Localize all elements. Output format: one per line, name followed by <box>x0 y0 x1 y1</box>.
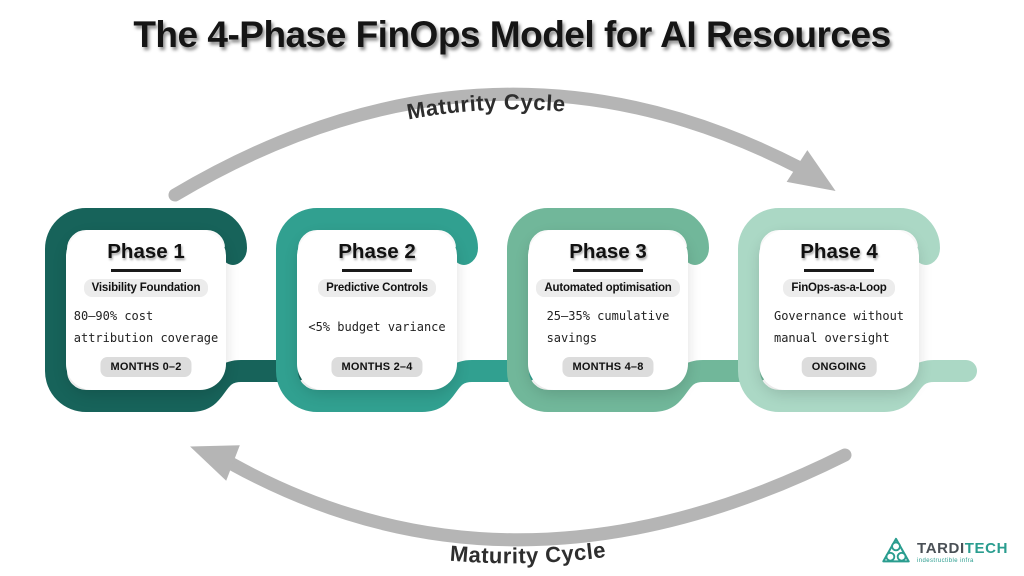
phase-metric: 25–35% cumulative savings <box>546 308 670 345</box>
phase-timeline-badge: MONTHS 2–4 <box>331 357 423 377</box>
bottom-arrow-band <box>225 448 852 547</box>
phase-metric: Governance without manual oversight <box>773 308 905 345</box>
title-underline <box>804 269 874 272</box>
phase-name: Phase 4 <box>800 240 878 263</box>
phase-subtitle-badge: Predictive Controls <box>318 278 436 297</box>
phase-3-card: Phase 3 Automated optimisation 25–35% cu… <box>528 230 688 390</box>
phase-name: Phase 3 <box>569 240 647 263</box>
phase-1-card: Phase 1 Visibility Foundation 80–90% cos… <box>66 230 226 390</box>
phase-metric: 80–90% cost attribution coverage <box>73 308 219 345</box>
phase-metric: <5% budget variance <box>308 319 446 334</box>
phase-timeline-badge: MONTHS 4–8 <box>562 357 654 377</box>
brand-logo: TARDITECH indestructible infra <box>881 536 1008 568</box>
phase-timeline-badge: MONTHS 0–2 <box>100 357 192 377</box>
phase-name: Phase 1 <box>107 240 185 263</box>
title-underline <box>111 269 181 272</box>
phase-4-chain-link <box>738 208 977 412</box>
brand-name: TARDITECH <box>917 541 1008 556</box>
phase-timeline-badge: ONGOING <box>801 357 877 377</box>
bottom-arrowhead-icon <box>190 445 240 481</box>
phase-subtitle-badge: FinOps-as-a-Loop <box>783 278 895 297</box>
phase-4-card: Phase 4 FinOps-as-a-Loop Governance with… <box>759 230 919 390</box>
top-arrowhead-icon <box>786 150 836 192</box>
phase-1-chain-link <box>45 208 306 412</box>
brand-tagline: indestructible infra <box>917 557 974 564</box>
phase-2-chain-link <box>276 208 537 412</box>
brand-name-secondary: TECH <box>964 539 1008 557</box>
title-underline <box>573 269 643 272</box>
brand-name-primary: TARDI <box>917 539 965 557</box>
phase-2-card: Phase 2 Predictive Controls <5% budget v… <box>297 230 457 390</box>
phase-subtitle-badge: Visibility Foundation <box>83 278 209 297</box>
phase-name: Phase 2 <box>338 240 416 263</box>
top-arrow-band <box>168 87 807 202</box>
page-title: The 4-Phase FinOps Model for AI Resource… <box>133 14 891 55</box>
triquetra-logo-icon <box>882 537 910 563</box>
title-underline <box>342 269 412 272</box>
phase-3-chain-link <box>507 208 768 412</box>
phase-subtitle-badge: Automated optimisation <box>536 278 680 297</box>
